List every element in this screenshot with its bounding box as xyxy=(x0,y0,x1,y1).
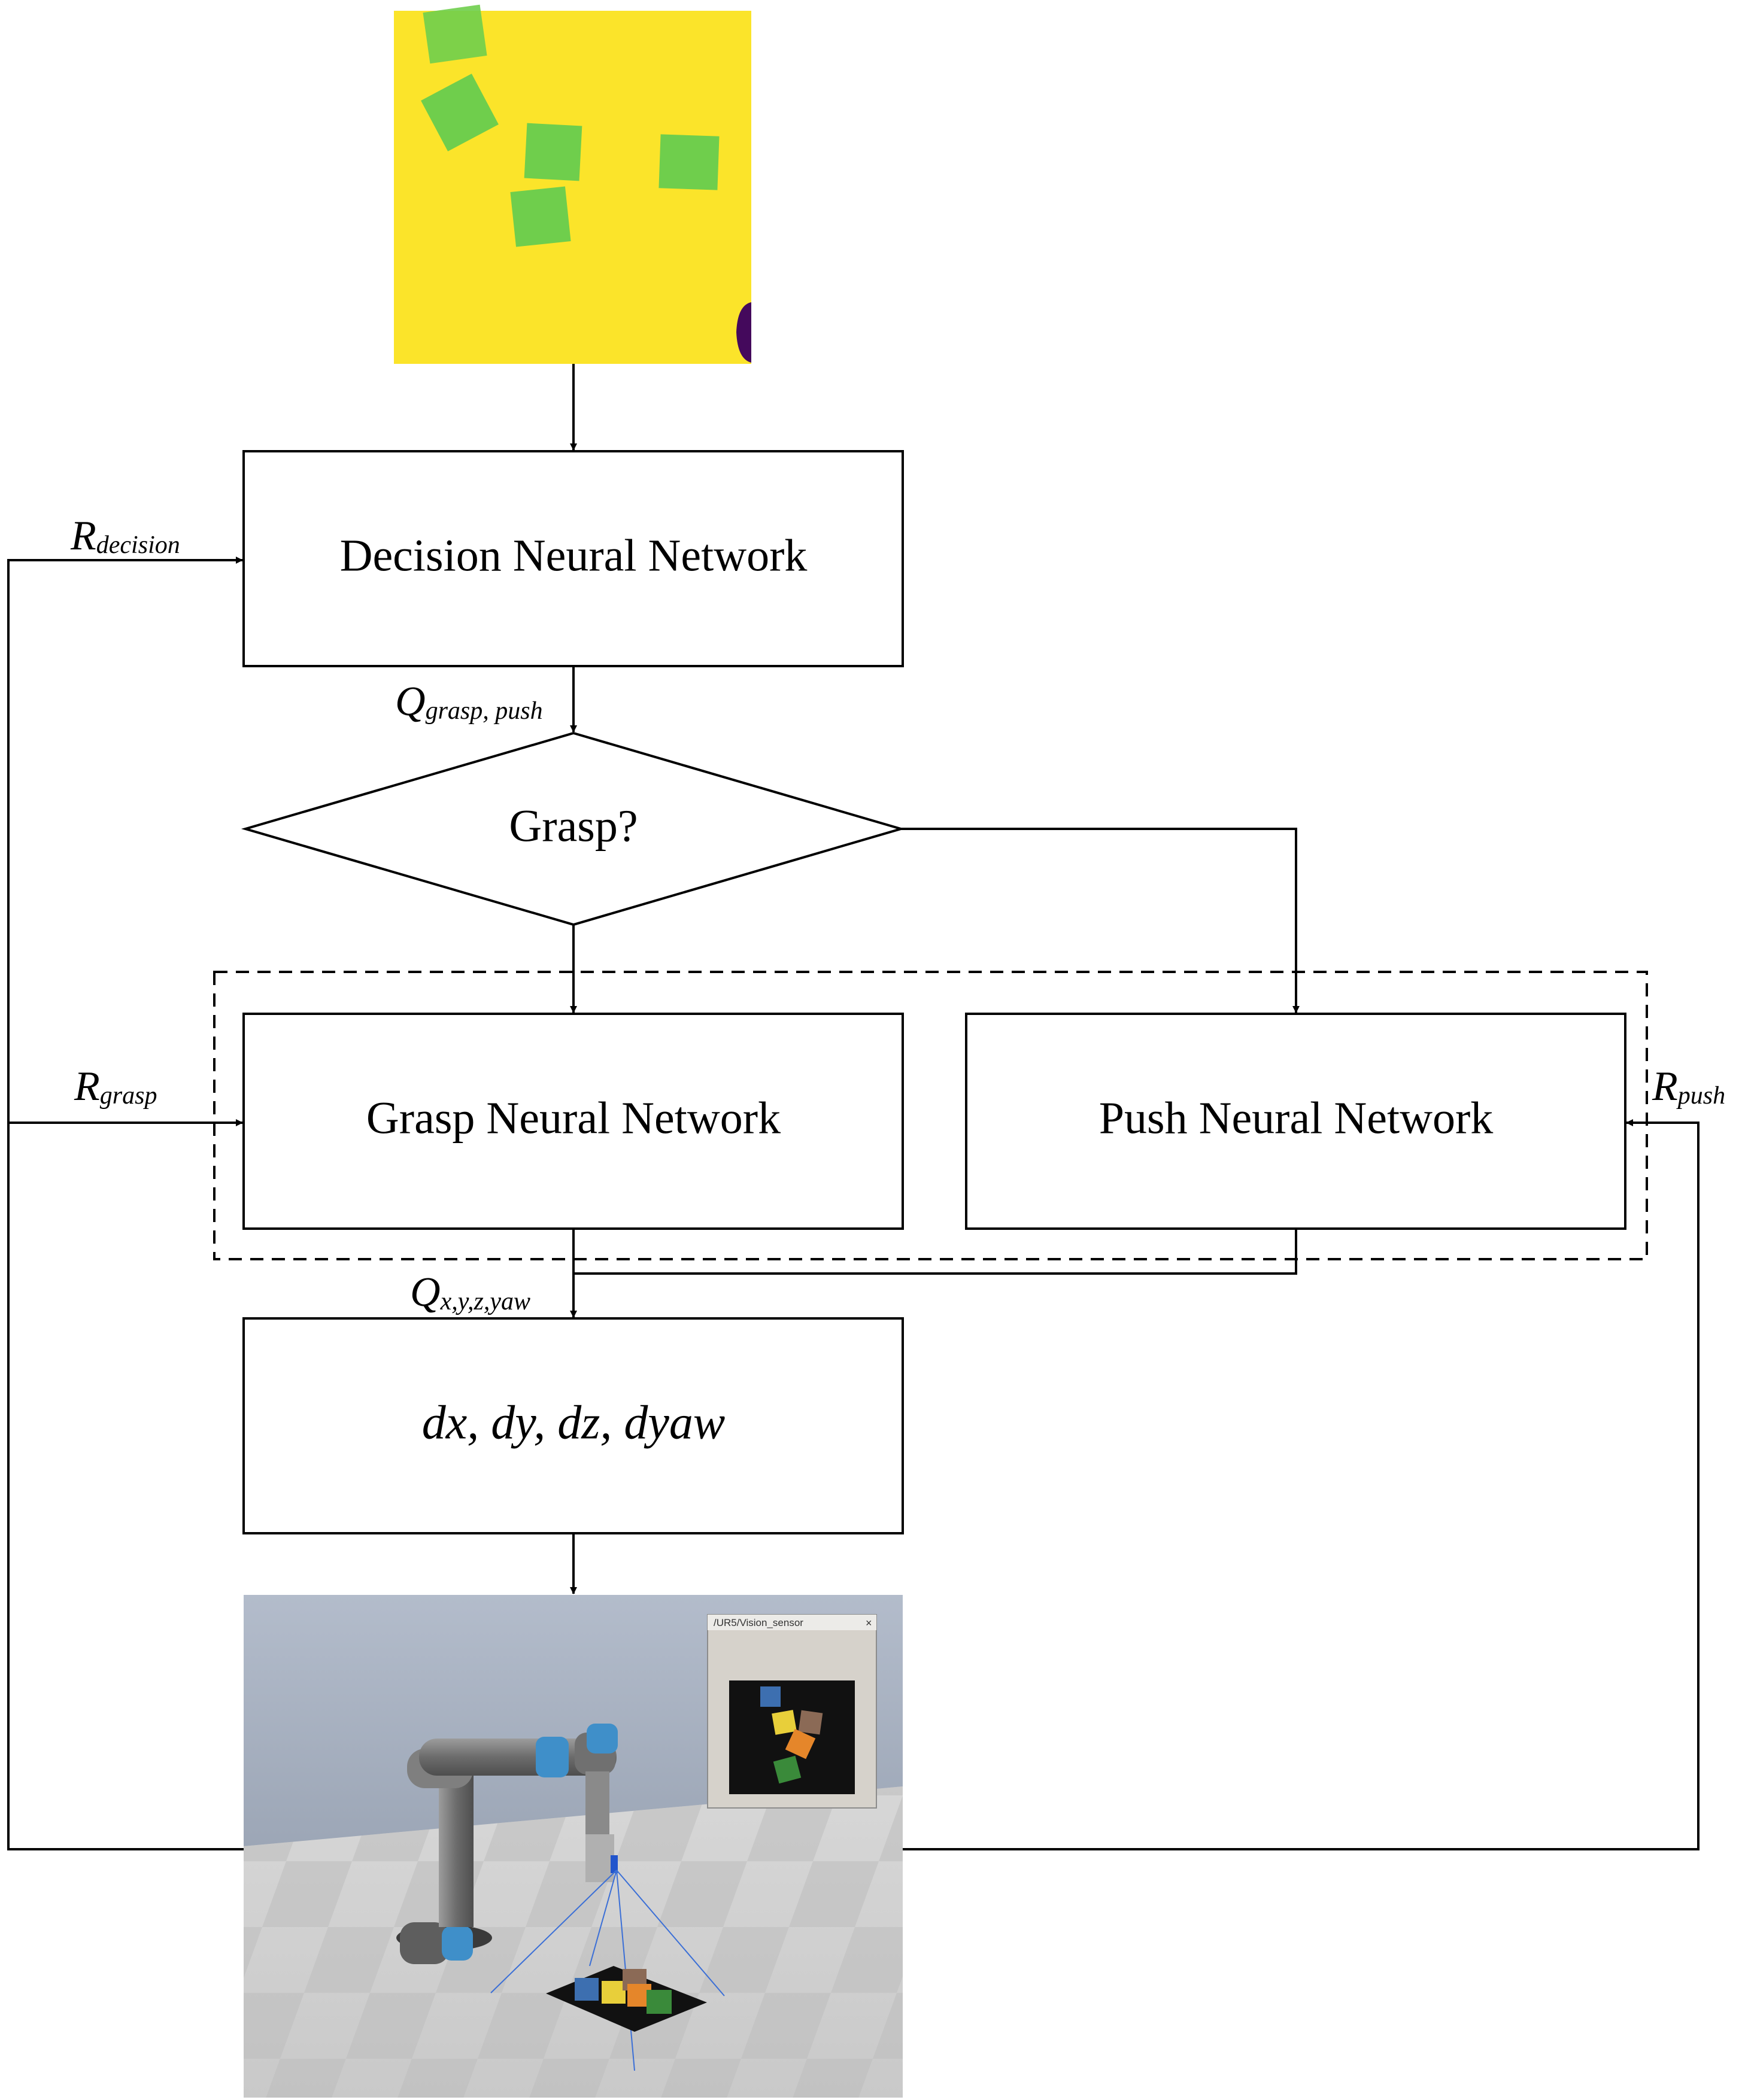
action-node: dx, dy, dz, dyaw xyxy=(242,1317,904,1534)
vision-sensor-title: /UR5/Vision_sensor xyxy=(714,1617,803,1628)
heightmap-image xyxy=(394,4,751,364)
r-decision-label: Rdecision xyxy=(70,513,180,559)
action-label: dx, dy, dz, dyaw xyxy=(422,1396,726,1449)
r-grasp-label: Rgrasp xyxy=(74,1063,157,1110)
grasp-question-label: Grasp? xyxy=(509,801,638,851)
simulation-screenshot: /UR5/Vision_sensor × xyxy=(244,1595,903,2098)
ur5-robot-arm xyxy=(396,1724,618,1964)
q-grasp-push-label: Qgrasp, push xyxy=(395,679,543,725)
decision-network-node: Decision Neural Network xyxy=(242,450,904,667)
decision-network-label: Decision Neural Network xyxy=(340,530,808,581)
q-xyz-yaw-label: Qx,y,z,yaw xyxy=(410,1269,530,1315)
push-network-label: Push Neural Network xyxy=(1099,1093,1494,1143)
grasp-network-label: Grasp Neural Network xyxy=(366,1093,781,1143)
push-network-node: Push Neural Network xyxy=(965,1013,1626,1230)
connectors xyxy=(7,364,1700,1850)
policy-networks-group xyxy=(213,971,1648,1260)
sim-blocks xyxy=(575,1969,672,2014)
r-push-label: Rpush xyxy=(1652,1063,1725,1110)
vision-sensor-close-icon[interactable]: × xyxy=(866,1617,872,1629)
reward-push-feedback-line xyxy=(903,1119,1700,1850)
push-output-merge-line xyxy=(573,1229,1297,1275)
reward-decision-feedback-line xyxy=(7,557,244,1850)
grasp-decision-diamond: Grasp? xyxy=(241,731,906,926)
vision-sensor-window: /UR5/Vision_sensor × xyxy=(707,1614,877,1809)
diamond-to-push-arrow xyxy=(901,828,1300,1013)
grasp-network-node: Grasp Neural Network xyxy=(242,1013,904,1230)
